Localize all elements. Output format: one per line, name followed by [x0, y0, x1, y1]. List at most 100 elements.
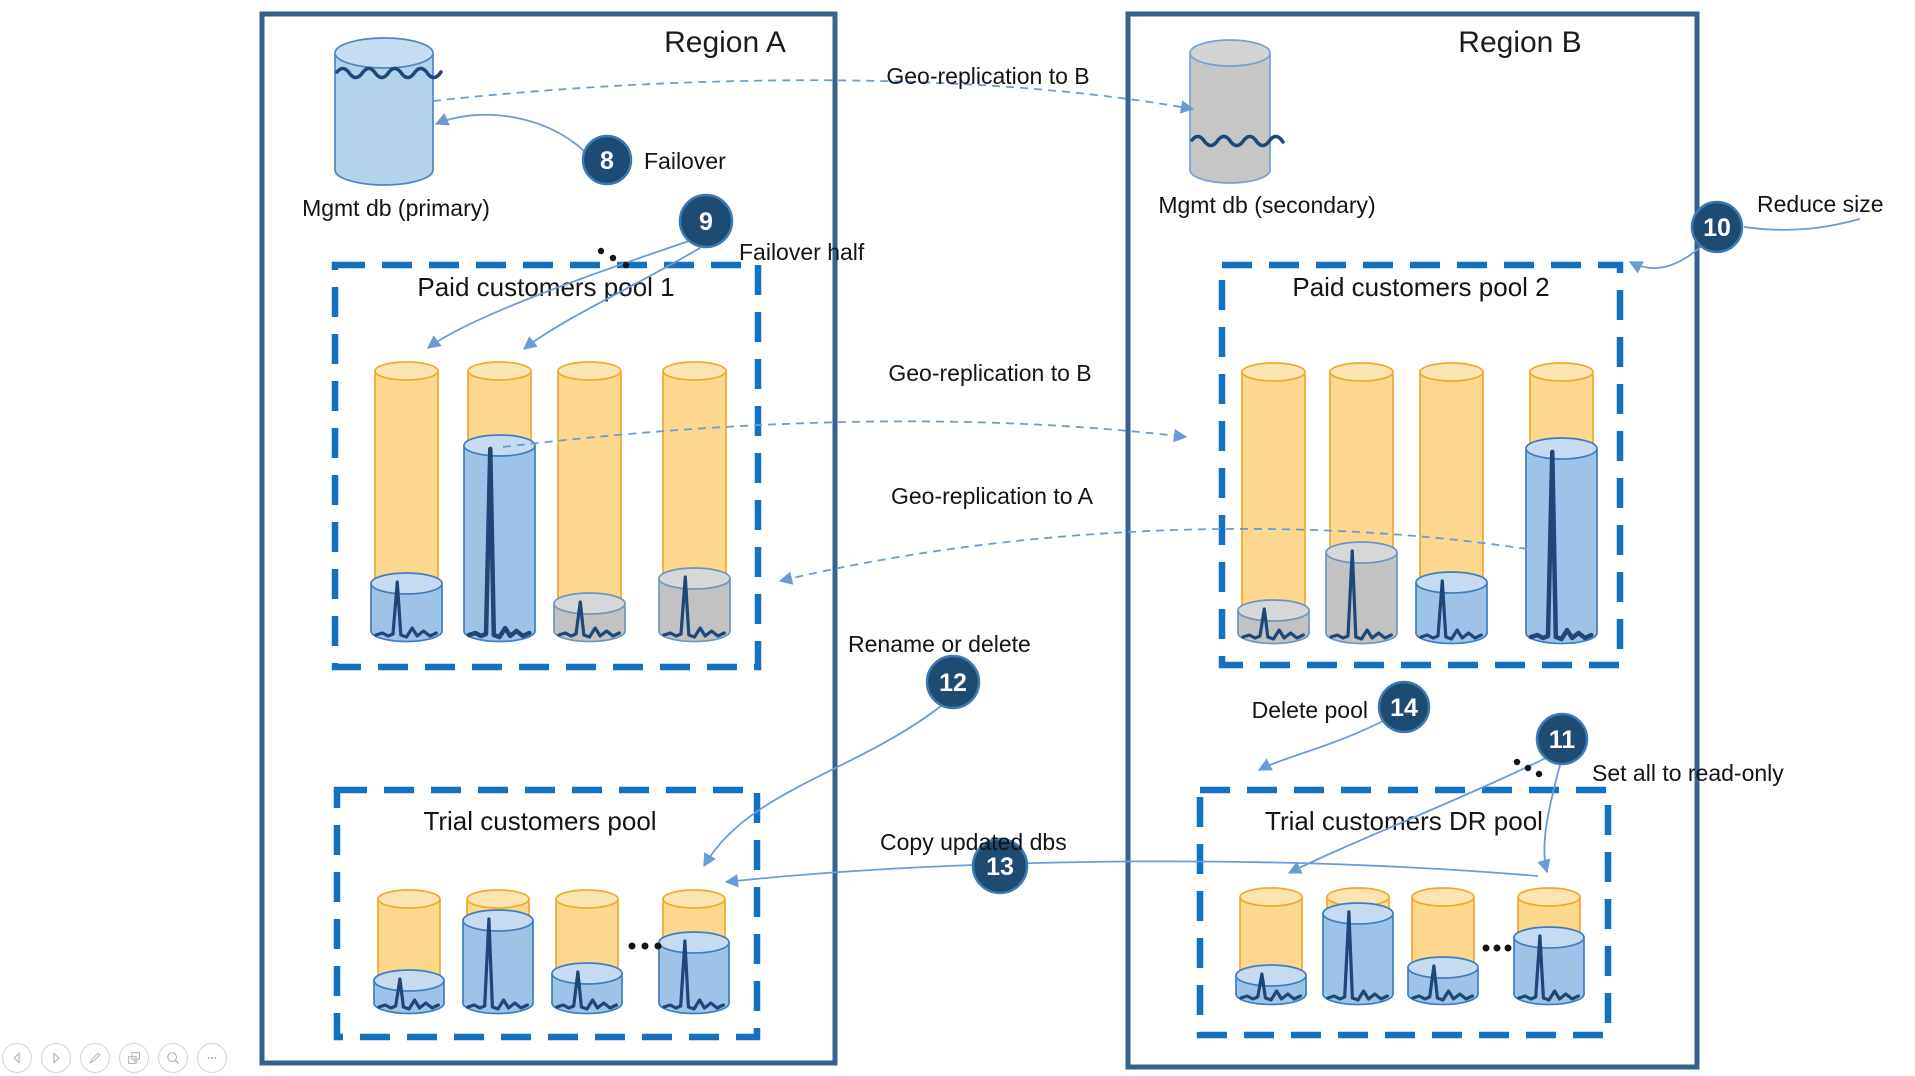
mgmt-primary-label: Mgmt db (primary) [302, 195, 490, 221]
db-usage-sparkline [555, 970, 619, 1011]
arrow-step9-to-pool1-db1 [426, 240, 690, 349]
arrow-geo-replication-pool-to-a [778, 528, 1528, 585]
step-10-label: Reduce size [1757, 191, 1884, 217]
trial-a-db-cylinder-2 [462, 889, 534, 1015]
db-usage-sparkline [1326, 910, 1390, 1002]
db-usage-sparkline [1241, 607, 1305, 641]
step-14-badge [1377, 680, 1431, 734]
region-b: Region B [1125, 11, 1700, 1070]
db-usage-sparkline [1239, 972, 1303, 1002]
trial-b-db-cylinder-4 [1513, 887, 1585, 1006]
trial-a-db-cylinder-3 [551, 889, 623, 1015]
diagram-arrows [426, 79, 1861, 888]
db-activity-wave [1190, 134, 1285, 148]
step-10-number: 10 [1703, 214, 1731, 242]
flow-label-geo-rep-pool-to-a: Geo-replication to A [891, 483, 1094, 509]
pen-icon [89, 1052, 101, 1064]
region-a: Region A [259, 11, 838, 1066]
ellipsis-pool1-more-dbs [597, 247, 630, 269]
step-12-label: Rename or delete [848, 631, 1031, 657]
pool-title-pool2: Paid customers pool 2 [1292, 272, 1549, 302]
db-usage-sparkline [1517, 934, 1581, 1002]
pool1-db-cylinder-4 [658, 361, 731, 643]
pool2-db-cylinder-2 [1325, 362, 1398, 645]
step-8-number: 8 [600, 147, 614, 175]
trial-b-db-cylinder-3 [1407, 887, 1479, 1006]
mgmt-primary: Mgmt db (primary) [302, 37, 490, 221]
trial-a-db-cylinder-1 [373, 889, 445, 1015]
ellipsis-trial-a-more-dbs [628, 942, 662, 950]
step-8-badge [581, 134, 633, 186]
arrow-step14-to-dr-pool [1257, 718, 1388, 771]
step-14-number: 14 [1390, 694, 1418, 722]
db-usage-sparkline [374, 580, 438, 639]
more-options-button[interactable] [197, 1043, 227, 1073]
previous-slide-button[interactable] [2, 1043, 32, 1073]
ellipsis-trial-b-more-dbs [1482, 944, 1512, 952]
pool2-db-cylinder-1 [1237, 362, 1310, 645]
step-14-label: Delete pool [1252, 697, 1368, 723]
pool-pool1: Paid customers pool 1 [331, 261, 762, 671]
flow-label-geo-rep-pool-to-b: Geo-replication to B [888, 360, 1091, 386]
db-usage-sparkline [662, 575, 726, 639]
step-11-label: Set all to read-only [1592, 760, 1784, 786]
arrow-step12-to-trial-db4 [703, 705, 942, 868]
step-12-badge [925, 654, 981, 710]
arrow-geo-replication-pool-to-b [502, 420, 1188, 448]
pool1-db-cylinder-3 [553, 361, 626, 643]
arrow-step11-to-drpool-db1 [1287, 756, 1549, 874]
pool-pool2: Paid customers pool 2 [1218, 261, 1624, 669]
db-usage-sparkline [466, 446, 532, 640]
pool-box-pool1 [331, 261, 762, 671]
slide-sorter-button[interactable] [119, 1043, 149, 1073]
db-usage-sparkline [1411, 964, 1475, 1002]
pool-title-trial-a: Trial customers pool [423, 806, 656, 836]
pool-title-pool1: Paid customers pool 1 [417, 272, 674, 302]
pool-trial-b: Trial customers DR pool [1196, 786, 1612, 1039]
arrow-step8-failover [434, 113, 585, 152]
zoom-button[interactable] [158, 1043, 188, 1073]
step-9-number: 9 [699, 208, 713, 236]
pool-box-trial-b [1196, 786, 1612, 1039]
step-11-badge [1535, 712, 1589, 766]
db-usage-sparkline [1419, 579, 1483, 641]
step-13-label: Copy updated dbs [880, 829, 1067, 855]
presentation-toolbar [2, 1043, 227, 1073]
flow-label-geo-rep-mgmt-to-b: Geo-replication to B [886, 63, 1089, 89]
next-slide-button[interactable] [41, 1043, 71, 1073]
region-box-b [1125, 11, 1700, 1070]
arrow-geo-replication-mgmt-to-b [432, 79, 1195, 114]
arrow-step9-to-pool1-db2 [522, 247, 701, 350]
step-9-label: Failover half [739, 239, 865, 265]
db-usage-sparkline [557, 600, 621, 639]
trial-b-db-cylinder-1 [1235, 887, 1307, 1006]
slide-sorter-icon [128, 1052, 140, 1064]
step-13-number: 13 [986, 853, 1014, 881]
region-title-a: Region A [664, 26, 786, 59]
step-11-number: 11 [1549, 726, 1576, 754]
more-options-icon [207, 1056, 217, 1060]
pool2-db-cylinder-3 [1415, 362, 1488, 645]
zoom-icon [167, 1052, 179, 1064]
db-usage-sparkline [1528, 449, 1594, 642]
mgmt-secondary-label: Mgmt db (secondary) [1158, 192, 1375, 218]
db-activity-wave [335, 66, 443, 80]
arrow-step10-to-pool2 [1628, 244, 1704, 274]
db-usage-sparkline [466, 917, 530, 1011]
step-13-badge [971, 837, 1029, 895]
trial-a-db-cylinder-4 [658, 889, 730, 1015]
mgmt-secondary: Mgmt db (secondary) [1158, 39, 1376, 218]
pool-box-pool2 [1218, 261, 1624, 669]
pen-button[interactable] [80, 1043, 110, 1073]
region-title-b: Region B [1458, 26, 1581, 59]
db-usage-sparkline [377, 977, 440, 1011]
diagram-base-layer: Region A Region B Mgmt db (primary) Mgmt db… [259, 11, 1700, 1070]
pool1-db-cylinder-2 [463, 361, 536, 643]
